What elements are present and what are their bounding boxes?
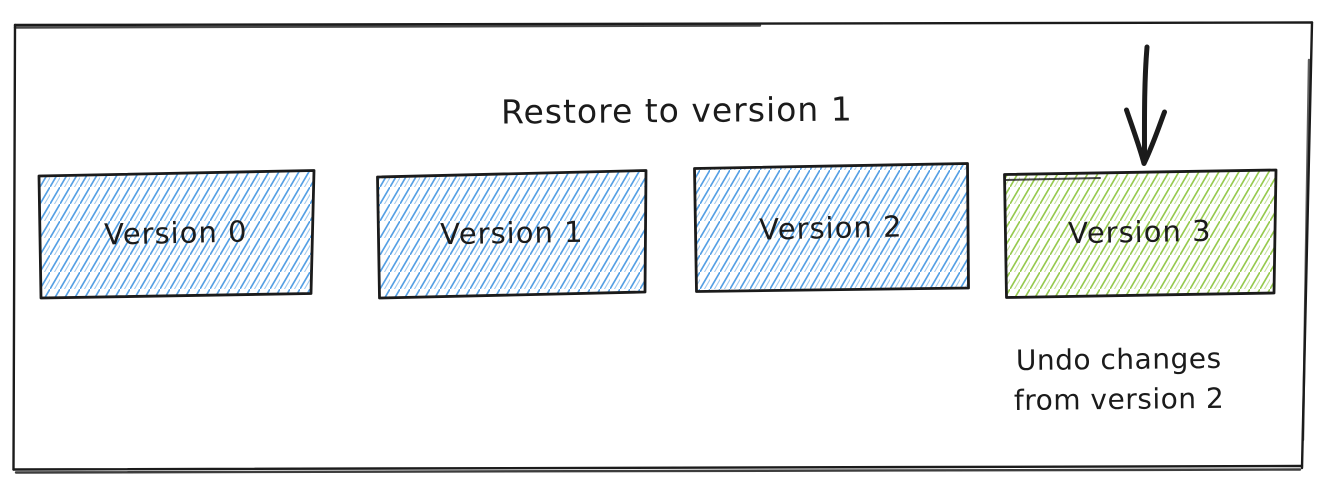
version-box-2-fill: [694, 163, 969, 292]
version-box-3-border-sketch: [1005, 177, 1101, 181]
version-box-1-fill: [377, 170, 646, 298]
version-box-3: Version 3: [1003, 168, 1278, 299]
version-box-0-fill: [39, 170, 314, 298]
version-box-1: Version 1: [376, 169, 648, 300]
version-box-0-border: [37, 169, 316, 300]
version-box-2: Version 2: [693, 162, 970, 293]
version-box-3-fill: [1004, 170, 1276, 298]
version-box-3-border: [1003, 168, 1278, 299]
version-box-1-border: [376, 169, 648, 300]
outer-frame: [12, 21, 1314, 474]
diagram-title: Restore to version 1: [501, 89, 853, 131]
down-arrow-icon: [1124, 44, 1167, 166]
annotation-line-2: from version 2: [1014, 382, 1225, 417]
version-box-3-label: Version 3: [1068, 214, 1212, 250]
version-box-0-label: Version 0: [104, 215, 248, 252]
version-box-1-label: Version 1: [440, 215, 584, 251]
version-box-2-border: [693, 162, 970, 293]
annotation: Undo changes from version 2: [1014, 342, 1225, 417]
annotation-line-1: Undo changes: [1016, 342, 1222, 377]
version-box-0: Version 0: [37, 169, 316, 300]
version-box-2-label: Version 2: [759, 209, 903, 246]
